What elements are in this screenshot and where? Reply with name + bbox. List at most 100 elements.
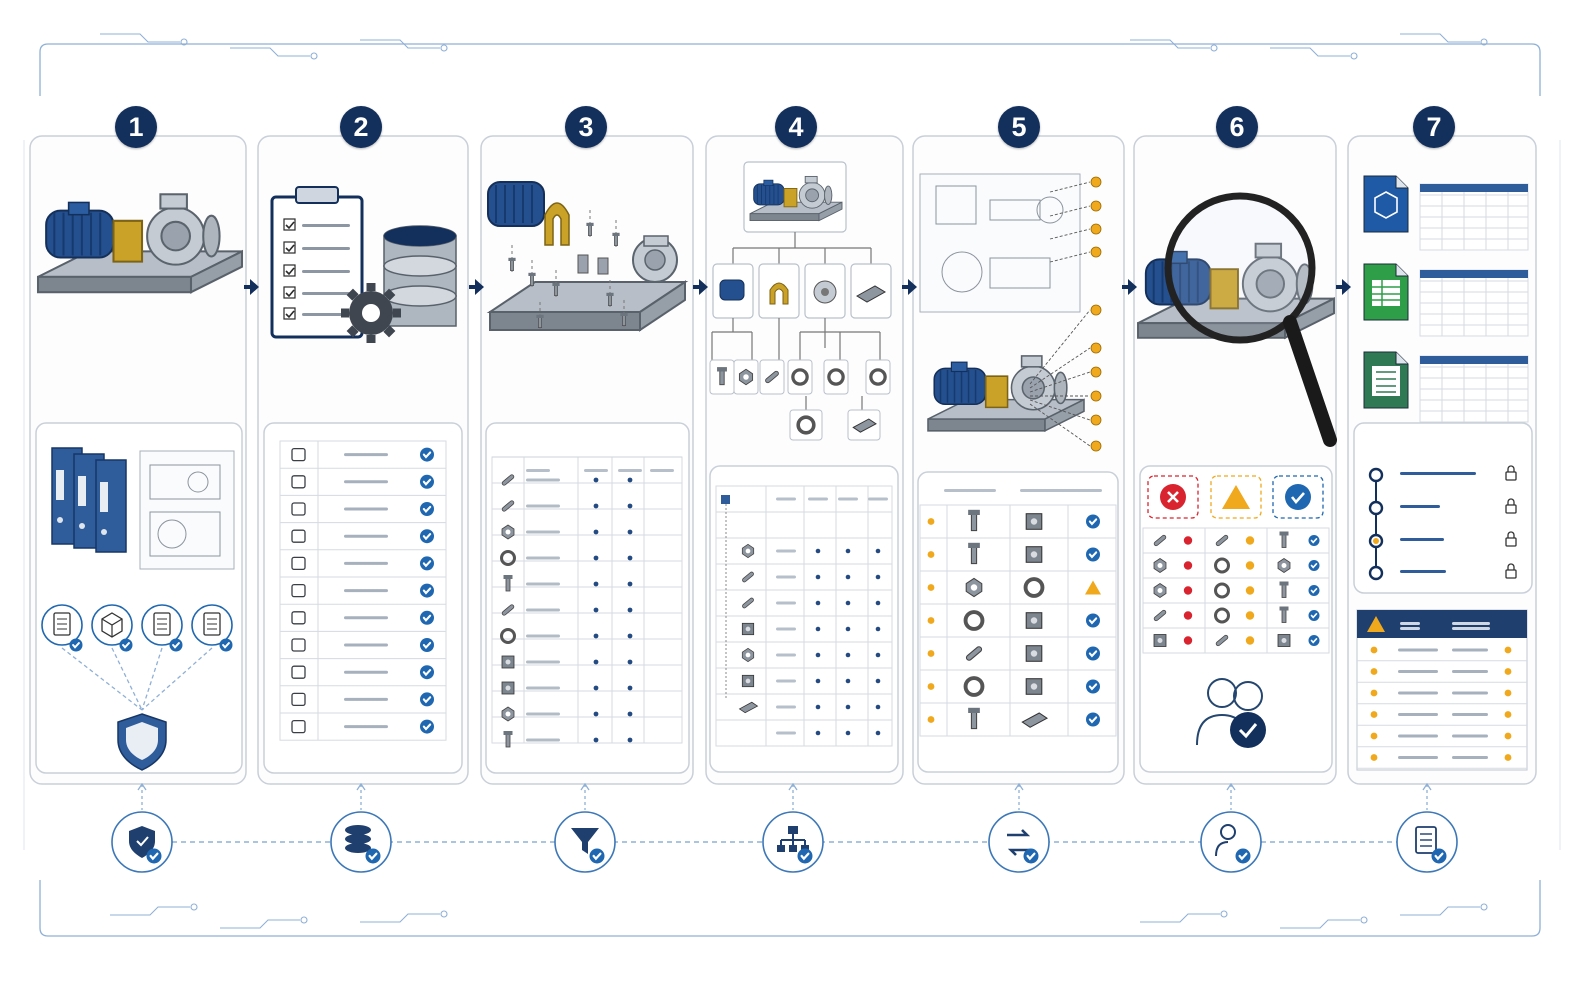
status-dot: [593, 581, 599, 587]
lock-shackle: [1507, 531, 1515, 538]
calendar-icon: [291, 665, 306, 679]
cad-model-icon: [91, 604, 133, 652]
part-washer-icon: [1214, 557, 1230, 574]
reviewers-icon: [1196, 678, 1266, 748]
gear-hole: [362, 304, 380, 322]
check-mark: [1088, 551, 1098, 559]
glyph: [345, 834, 371, 844]
lock-body: [1505, 537, 1517, 547]
text-placeholder-bar: [526, 634, 560, 638]
status-dot: [845, 600, 851, 606]
text-placeholder-bar: [1398, 756, 1438, 759]
status-dot: [815, 704, 821, 710]
check-icon: [420, 556, 434, 571]
motor: [487, 181, 545, 227]
approval-timeline: [1368, 465, 1517, 581]
check-mark: [1310, 638, 1318, 644]
issue-dot: [1370, 689, 1378, 697]
baseplate-side: [639, 280, 686, 332]
drawing-view-circle: [187, 471, 209, 493]
check-icon: [1086, 514, 1100, 529]
binder-label: [56, 470, 64, 500]
pump-assembly-icon: [749, 175, 843, 222]
part-pin-icon: [501, 500, 515, 512]
circuit-trace: [360, 39, 440, 49]
pump-casing-icon: [804, 263, 846, 319]
washer-ring: [500, 550, 516, 566]
part-pin-icon: [965, 646, 983, 661]
glyph: [345, 843, 371, 853]
callout-dot: [1090, 176, 1102, 188]
part-washer-icon: [500, 550, 516, 566]
circuit-node: [1220, 910, 1228, 918]
washer-ring: [791, 368, 809, 386]
part-washer-icon: [791, 368, 809, 386]
baseplate-side: [818, 201, 843, 222]
issue-dot: [1504, 711, 1512, 718]
part-block-icon: [1025, 513, 1043, 530]
text-placeholder-bar: [344, 643, 388, 647]
link-icon: [291, 692, 306, 707]
check-icon: [119, 638, 133, 652]
block-bore: [505, 659, 511, 665]
user-check-icon: [1200, 811, 1262, 873]
timeline-label: [1400, 472, 1476, 475]
approval-badge: [1230, 712, 1266, 748]
coupling-guard: [544, 202, 570, 246]
part-nut-icon: [965, 577, 983, 598]
block-bore: [1030, 650, 1038, 657]
status-dot: [815, 574, 821, 580]
part-pin-icon: [742, 597, 754, 609]
text-placeholder-bar: [1452, 713, 1488, 716]
text-placeholder-bar: [868, 497, 888, 501]
check-mark: [422, 451, 432, 459]
bolt-head: [528, 272, 536, 276]
check-mark: [1238, 852, 1248, 861]
leaf-box: [865, 359, 891, 395]
bolt-head: [606, 292, 614, 296]
validation-table: [1142, 527, 1330, 654]
x-mark: [1167, 491, 1179, 503]
check-icon: [1023, 848, 1039, 864]
bolt-head: [1279, 531, 1289, 536]
text-placeholder-bar: [344, 589, 388, 593]
warning-icon: [1367, 616, 1385, 632]
check-mark: [122, 642, 130, 649]
check-icon: [420, 474, 434, 489]
status-dot: [845, 574, 851, 580]
suction-flange: [1053, 371, 1068, 405]
warning-dot: [1245, 611, 1255, 620]
status-dot: [627, 633, 633, 639]
pump-assembly-icon: [36, 193, 244, 294]
text-placeholder-bar: [344, 670, 388, 674]
timeline-label: [1400, 570, 1446, 573]
check-mark: [1310, 538, 1318, 544]
bolt-head: [612, 232, 620, 236]
text-placeholder-bar: [1398, 691, 1438, 695]
connector-arrowhead: [580, 782, 590, 791]
plate-body: [1021, 712, 1049, 728]
text-placeholder-bar: [584, 469, 608, 472]
callout-dot: [927, 683, 935, 690]
check-icon: [1308, 560, 1320, 571]
text-placeholder-bar: [776, 549, 796, 553]
block-bore: [745, 678, 751, 684]
binders-icon: [51, 447, 127, 553]
nut-hole: [505, 711, 511, 717]
export-table-header: [1420, 184, 1528, 192]
part-washer-icon: [500, 628, 516, 644]
washer-ring: [963, 676, 985, 697]
drawing-plan: [989, 257, 1051, 289]
technical-drawing-icon: [139, 450, 235, 570]
callout-dot: [1090, 223, 1102, 235]
checkbox-tick: [285, 310, 295, 319]
check-mark: [422, 560, 432, 568]
plate: [856, 285, 886, 303]
issue-dot: [1504, 646, 1512, 654]
icon-ring: [988, 811, 1050, 873]
check-mark: [422, 669, 432, 677]
text-placeholder-bar: [344, 480, 388, 484]
terminal-box: [67, 201, 90, 216]
bolt-shank: [970, 544, 978, 565]
warning-dot: [1245, 561, 1255, 570]
